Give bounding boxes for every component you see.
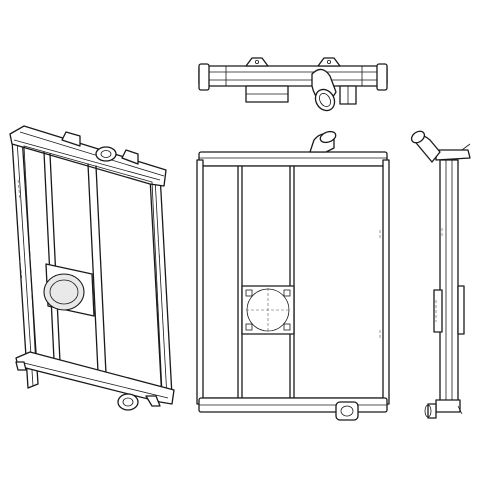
front-view xyxy=(196,130,390,421)
isometric-view xyxy=(9,125,175,411)
side-view xyxy=(410,130,471,419)
top-view xyxy=(198,57,388,112)
